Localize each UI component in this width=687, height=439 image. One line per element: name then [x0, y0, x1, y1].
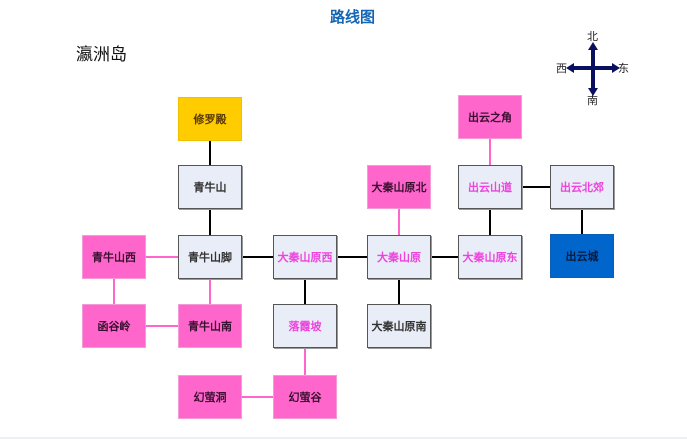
map-node-label: 大秦山原东: [462, 251, 518, 264]
map-node-xiuluodian[interactable]: 修罗殿: [178, 97, 242, 141]
map-node-qingniushan[interactable]: 青牛山: [178, 165, 242, 209]
map-node-daqinshanyuan[interactable]: 大秦山原: [367, 235, 431, 279]
map-node-label: 出云之角: [468, 111, 512, 124]
map-node-label: 青牛山: [193, 181, 227, 194]
compass-south-label: 南: [587, 94, 598, 107]
map-node-huanyinggu[interactable]: 幻萤谷: [273, 375, 337, 419]
compass-north-label: 北: [587, 30, 598, 43]
map-node-daqinshanyuanxi[interactable]: 大秦山原西: [273, 235, 337, 279]
map-node-qingniushanxi[interactable]: 青牛山西: [82, 235, 146, 279]
map-node-huanyingdong[interactable]: 幻萤洞: [178, 375, 242, 419]
map-node-label: 青牛山西: [92, 251, 136, 264]
region-name: 瀛洲岛: [76, 45, 127, 65]
map-node-chuyunbeijiao[interactable]: 出云北郊: [550, 165, 614, 209]
map-node-label: 大秦山原南: [371, 320, 427, 333]
compass-east-label: 东: [618, 62, 629, 75]
map-node-qingniushannan[interactable]: 青牛山南: [178, 304, 242, 348]
map-node-label: 青牛山脚: [188, 251, 232, 264]
map-node-luoxiapo[interactable]: 落霞坡: [273, 304, 337, 348]
map-node-label: 大秦山原北: [371, 181, 427, 194]
map-node-label: 幻萤洞: [193, 391, 227, 404]
bottom-divider: [0, 437, 687, 439]
map-node-chuyunzhijiao[interactable]: 出云之角: [458, 95, 522, 139]
map-node-label: 出云山道: [468, 181, 512, 194]
map-node-hanguling[interactable]: 函谷岭: [82, 304, 146, 348]
map-node-label: 落霞坡: [288, 320, 322, 333]
compass: 北 南 西 东: [556, 28, 632, 108]
map-node-label: 青牛山南: [188, 320, 232, 333]
diagram-title: 路线图: [329, 8, 375, 26]
map-node-label: 大秦山原西: [277, 251, 333, 264]
map-node-label: 大秦山原: [377, 251, 421, 264]
map-node-label: 修罗殿: [193, 113, 227, 126]
map-node-qingniushanjiao[interactable]: 青牛山脚: [178, 235, 242, 279]
compass-cross-arrows-icon: [566, 42, 620, 96]
map-node-daqinshanyuannan[interactable]: 大秦山原南: [367, 304, 431, 348]
map-node-label: 幻萤谷: [288, 391, 322, 404]
map-node-daqinshanyuandong[interactable]: 大秦山原东: [458, 235, 522, 279]
compass-west-label: 西: [556, 62, 567, 75]
map-node-label: 函谷岭: [97, 320, 131, 333]
map-node-label: 出云城: [565, 250, 599, 263]
map-node-chuyunshandao[interactable]: 出云山道: [458, 165, 522, 209]
map-node-label: 出云北郊: [560, 181, 604, 194]
map-node-daqinshanyuanbei[interactable]: 大秦山原北: [367, 165, 431, 209]
map-node-chuyuncheng[interactable]: 出云城: [550, 234, 614, 278]
